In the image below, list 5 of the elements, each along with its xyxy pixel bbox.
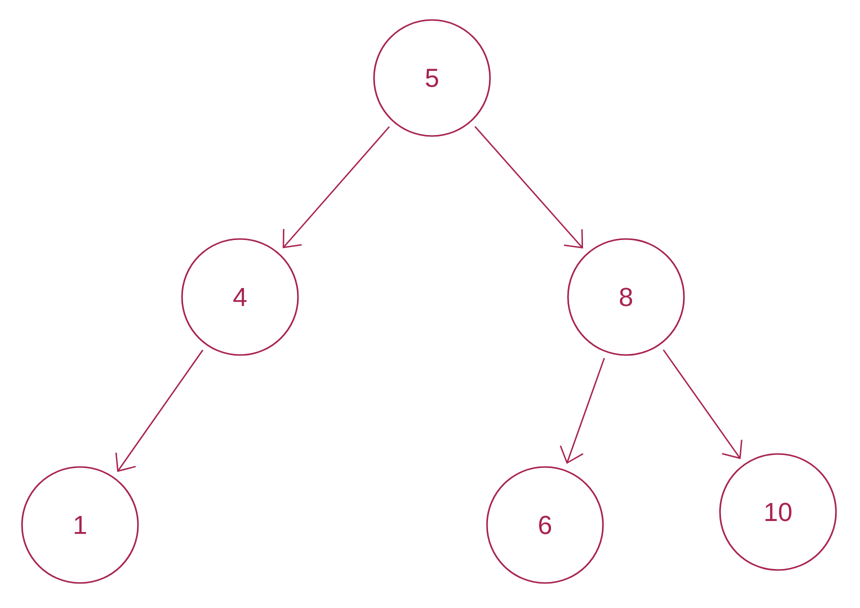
arrow xyxy=(662,350,742,460)
arrow xyxy=(474,126,584,248)
arrow xyxy=(115,350,204,472)
arrow xyxy=(282,126,390,248)
arrow xyxy=(560,358,605,464)
